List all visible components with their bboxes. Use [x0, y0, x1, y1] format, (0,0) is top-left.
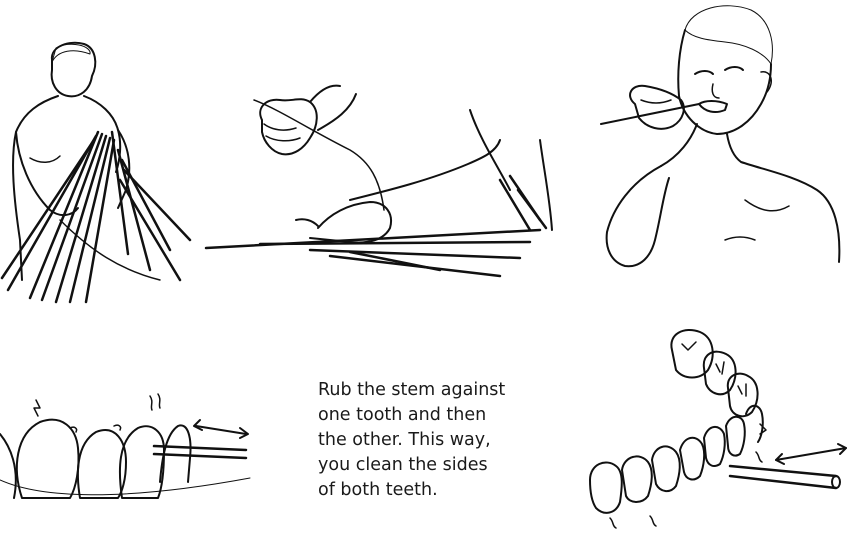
man-cleaning-teeth-drawing	[595, 0, 850, 300]
side-teeth-drawing	[580, 320, 850, 534]
hands-splitting-stalk-drawing	[200, 80, 560, 290]
illustration-man-stripping-stalk	[0, 40, 200, 310]
illustration-man-cleaning-teeth	[595, 0, 850, 300]
illustration-front-teeth-diagram	[0, 378, 260, 508]
illustration-hands-splitting-stalk	[200, 80, 560, 290]
instruction-caption: Rub the stem against one tooth and then …	[318, 378, 533, 503]
man-stripping-stalk-drawing	[0, 40, 200, 310]
illustration-side-teeth-diagram	[580, 320, 850, 534]
front-teeth-drawing	[0, 378, 260, 508]
